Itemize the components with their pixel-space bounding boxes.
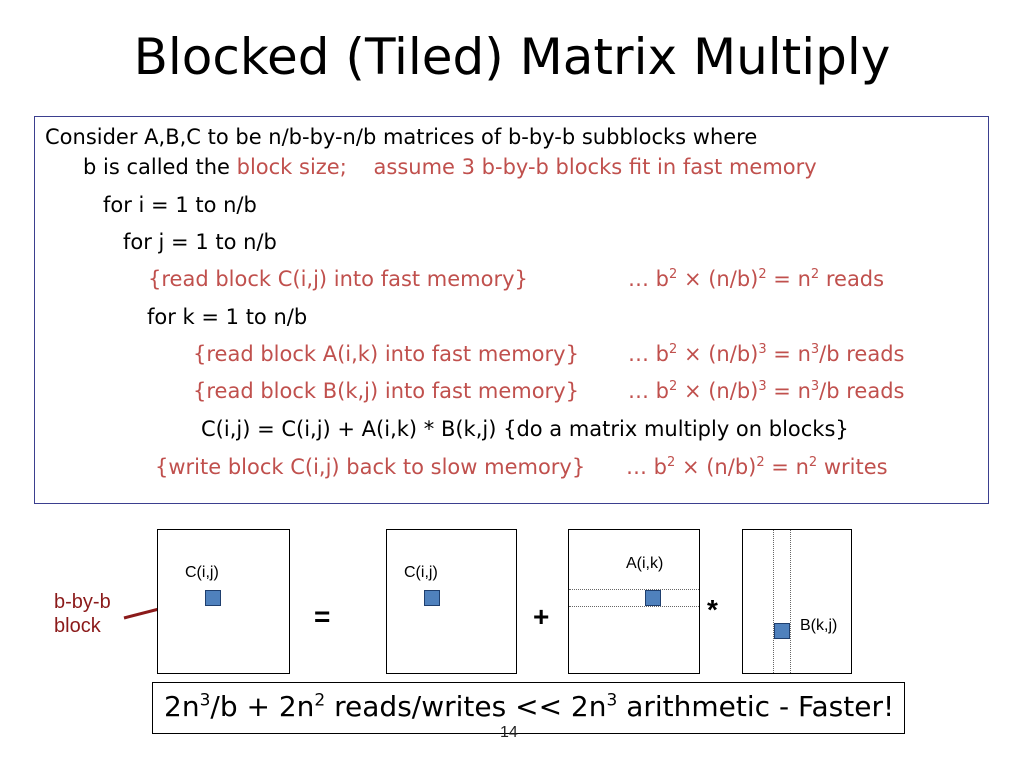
matrix-c-input: C(i,j) [386, 529, 517, 674]
block-a [645, 590, 661, 606]
read-b-cost-p3: = n [766, 379, 811, 403]
block-b [774, 623, 790, 639]
read-c-line: {read block C(i,j) into fast memory} [148, 267, 528, 291]
read-a-cost-e3: 3 [810, 342, 820, 357]
times-sign: * [707, 594, 718, 625]
read-b-cost-p2: × (n/b) [677, 379, 759, 403]
read-c-cost: … b2 × (n/b)2 = n2 reads [628, 267, 884, 291]
algorithm-box: Consider A,B,C to be n/b-by-n/b matrices… [34, 116, 989, 504]
matrix-a-label: A(i,k) [626, 555, 664, 572]
matrix-b-col-left [773, 530, 774, 673]
write-c-cost-e2: 2 [756, 455, 765, 470]
block-c-input [424, 590, 440, 606]
intro-line: Consider A,B,C to be n/b-by-n/b matrices… [45, 125, 758, 149]
summary-t1: 2n [164, 690, 200, 723]
matrix-a-row-bottom [569, 606, 699, 607]
read-a-line: {read block A(i,k) into fast memory} [193, 342, 579, 366]
page-number: 14 [500, 724, 518, 741]
slide-title: Blocked (Tiled) Matrix Multiply [133, 28, 891, 86]
matrix-b-col-right [790, 530, 791, 673]
read-a-cost: … b2 × (n/b)3 = n3/b reads [628, 342, 904, 366]
matrix-c-result-label: C(i,j) [185, 564, 219, 581]
read-b-cost: … b2 × (n/b)3 = n3/b reads [628, 379, 904, 403]
write-c-cost-p1: … b [626, 455, 668, 479]
matrix-c-result: C(i,j) [157, 529, 290, 674]
read-a-cost-e1: 2 [669, 342, 678, 357]
fast-memory-assumption: assume 3 b-by-b blocks fit in fast memor… [373, 155, 817, 179]
update-line: C(i,j) = C(i,j) + A(i,k) * B(k,j) {do a … [201, 417, 849, 441]
write-c-cost-e3: 2 [808, 455, 818, 470]
summary-box: 2n3/b + 2n2 reads/writes << 2n3 arithmet… [152, 682, 905, 734]
callout-line1: b-by-b [54, 591, 111, 613]
block-c-result [205, 590, 221, 606]
read-b-cost-p4: /b reads [819, 379, 905, 403]
loop-j: for j = 1 to n/b [123, 230, 277, 254]
block-size-prefix: b is called the [83, 155, 237, 179]
matrix-b: B(k,j) [742, 529, 852, 674]
read-c-cost-e3: 2 [810, 267, 820, 282]
read-c-cost-e1: 2 [669, 267, 678, 282]
plus-sign: + [533, 601, 550, 632]
read-a-cost-e2: 3 [758, 342, 767, 357]
summary-e3: 3 [606, 690, 618, 711]
summary-e1: 3 [199, 690, 211, 711]
summary-t4: arithmetic - Faster! [617, 690, 895, 723]
read-c-cost-p1: … b [628, 267, 670, 291]
read-a-cost-p2: × (n/b) [677, 342, 759, 366]
summary-t3: reads/writes << 2n [325, 690, 607, 723]
summary-e2: 2 [314, 690, 326, 711]
read-b-cost-p1: … b [628, 379, 670, 403]
write-c-cost-p4: writes [817, 455, 888, 479]
equals-sign: = [314, 601, 331, 632]
callout-line2: block [54, 615, 101, 637]
write-c-line: {write block C(i,j) back to slow memory} [155, 455, 586, 479]
summary-text: 2n3/b + 2n2 reads/writes << 2n3 arithmet… [164, 690, 894, 723]
summary-t2: /b + 2n [210, 690, 315, 723]
read-b-cost-e2: 3 [758, 379, 767, 394]
write-c-cost-p3: = n [764, 455, 809, 479]
block-size-line: b is called the block size; assume 3 b-b… [83, 155, 817, 179]
read-b-cost-e3: 3 [810, 379, 820, 394]
block-size-term: block size; [236, 155, 347, 179]
loop-i: for i = 1 to n/b [103, 193, 257, 217]
write-c-cost-p2: × (n/b) [675, 455, 757, 479]
write-c-cost: … b2 × (n/b)2 = n2 writes [626, 455, 888, 479]
matrix-b-label: B(k,j) [800, 617, 838, 634]
matrix-c-input-label: C(i,j) [404, 564, 438, 581]
read-b-cost-e1: 2 [669, 379, 678, 394]
loop-k: for k = 1 to n/b [147, 305, 308, 329]
bb-block-callout: b-by-b block [54, 590, 111, 638]
read-a-cost-p4: /b reads [819, 342, 905, 366]
matrix-a-row-top [569, 589, 699, 590]
read-c-cost-p3: = n [766, 267, 811, 291]
read-c-cost-e2: 2 [758, 267, 767, 282]
read-a-cost-p3: = n [766, 342, 811, 366]
read-c-cost-p2: × (n/b) [677, 267, 759, 291]
read-b-line: {read block B(k,j) into fast memory} [193, 379, 579, 403]
write-c-cost-e1: 2 [667, 455, 676, 470]
read-a-cost-p1: … b [628, 342, 670, 366]
matrix-a: A(i,k) [568, 529, 700, 674]
read-c-cost-p4: reads [819, 267, 885, 291]
